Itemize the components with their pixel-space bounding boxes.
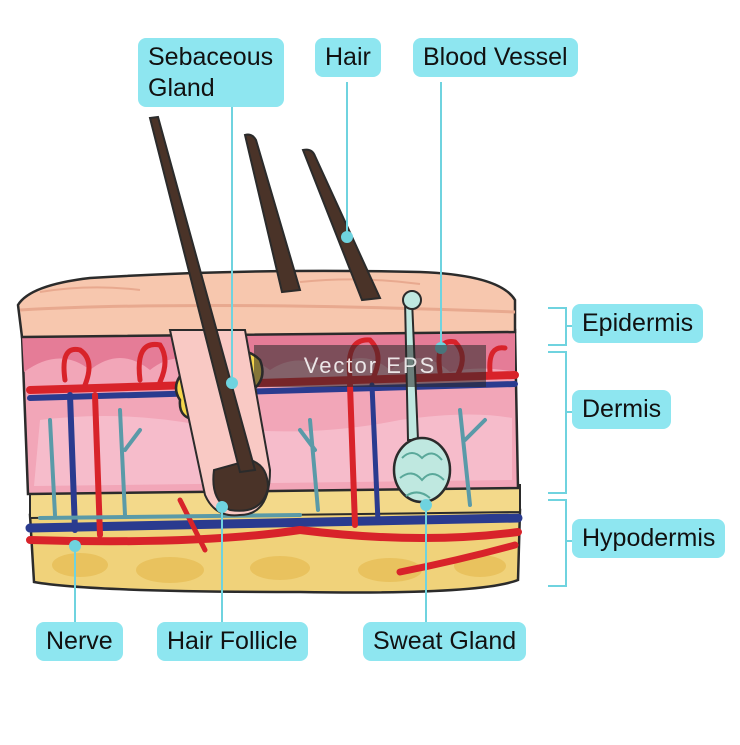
label-hair-follicle: Hair Follicle xyxy=(157,622,308,661)
layer-brackets xyxy=(548,307,574,587)
label-sebaceous-gland: Sebaceous Gland xyxy=(138,38,284,107)
label-nerve: Nerve xyxy=(36,622,123,661)
watermark: Vector EPS xyxy=(254,345,486,387)
label-epidermis: Epidermis xyxy=(572,304,704,343)
label-hair: Hair xyxy=(315,38,381,77)
label-dermis: Dermis xyxy=(572,390,672,429)
label-sweat-gland: Sweat Gland xyxy=(363,622,527,661)
label-hypodermis: Hypodermis xyxy=(572,519,726,558)
label-blood-vessel: Blood Vessel xyxy=(413,38,578,77)
hypodermis-layer xyxy=(28,483,522,594)
leader-lines xyxy=(69,82,447,622)
nerve-fibers xyxy=(38,408,487,520)
